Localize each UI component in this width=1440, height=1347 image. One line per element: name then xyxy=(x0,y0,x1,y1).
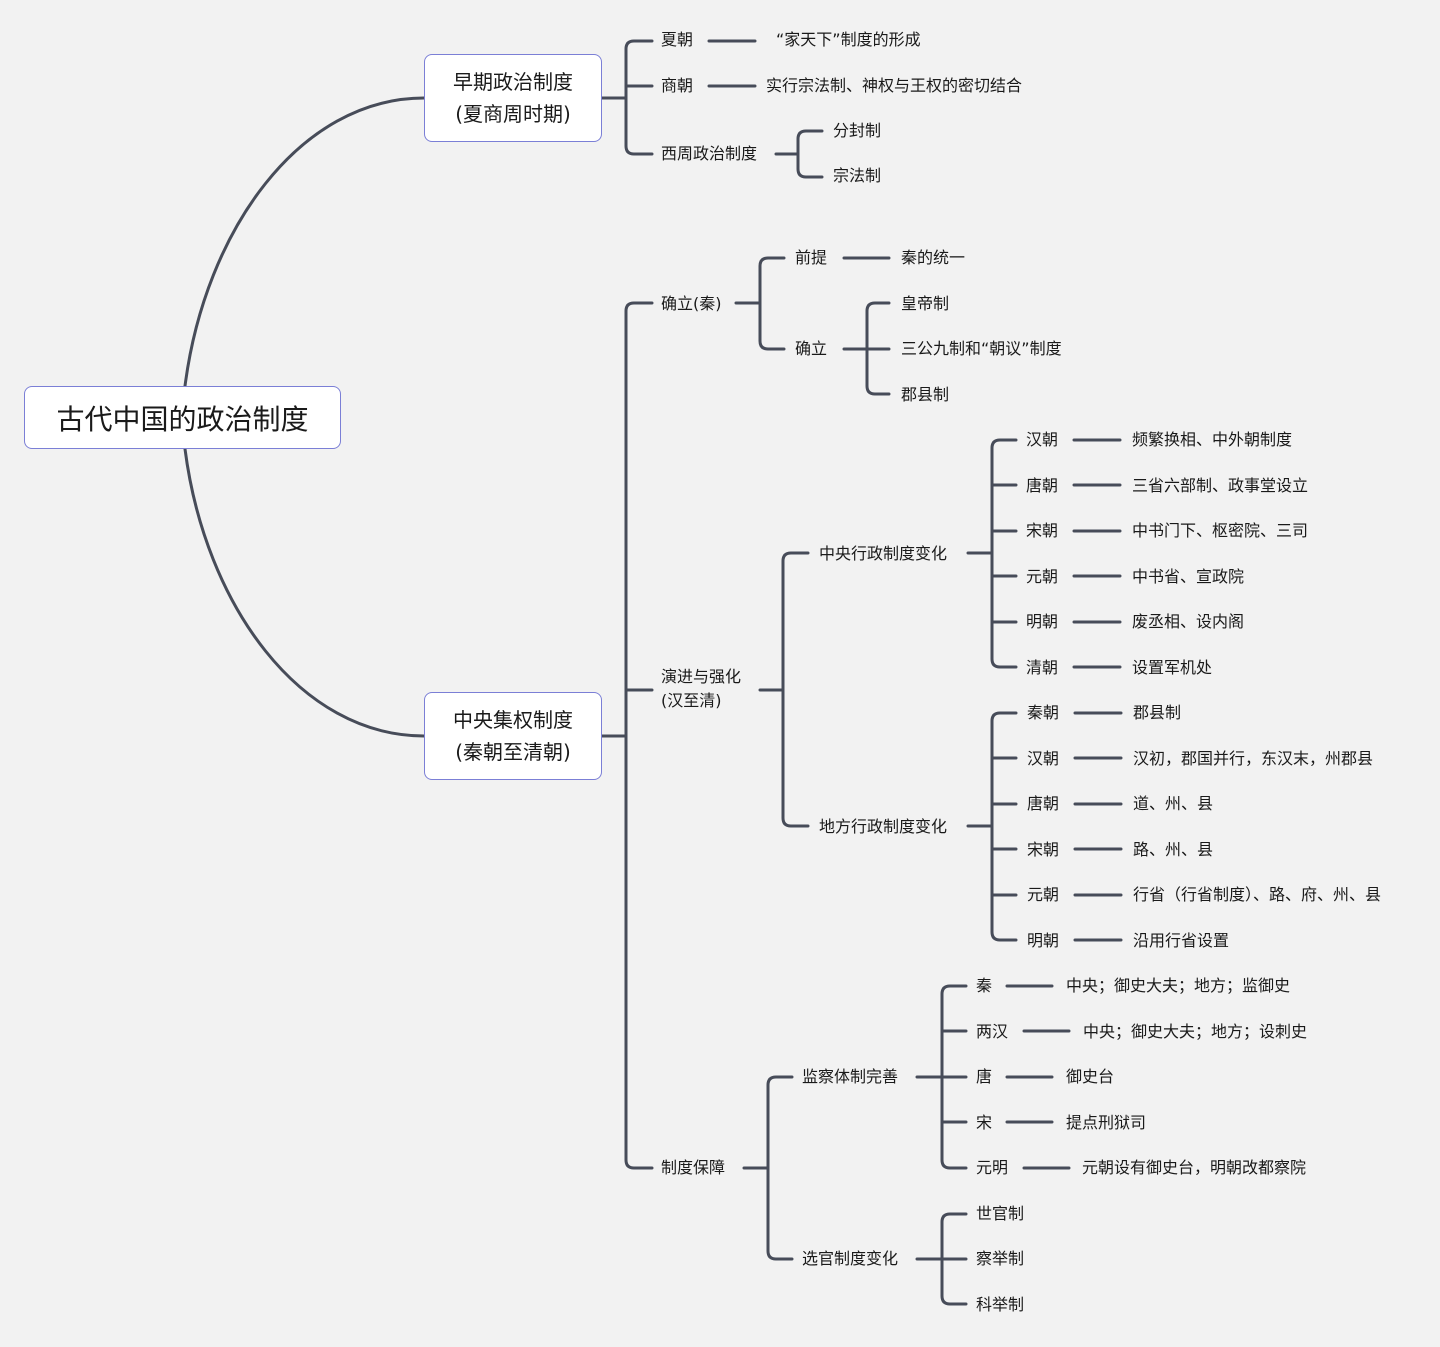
node-zhongyang-dynasty: 宋朝 xyxy=(1026,521,1059,540)
bracket-branch xyxy=(865,347,891,396)
node-zhongyang-desc: 频繁换相、中外朝制度 xyxy=(1132,430,1293,449)
node-jiancha-desc: 元朝设有御史台，明朝改都察院 xyxy=(1082,1158,1307,1177)
node-difang-dynasty: 秦朝 xyxy=(1027,703,1060,722)
node-difang-desc: 郡县制 xyxy=(1133,703,1182,722)
node-difang-desc: 沿用行省设置 xyxy=(1133,931,1230,950)
node-xuanguan-item: 科举制 xyxy=(976,1295,1025,1314)
bracket-branch xyxy=(624,39,654,100)
node-jiancha-desc: 中央；御史大夫；地方；设刺史 xyxy=(1083,1022,1308,1041)
node-zhongyang-dynasty: 汉朝 xyxy=(1026,430,1059,449)
bracket-branch xyxy=(940,1212,968,1261)
node-xuanguan: 选官制度变化 xyxy=(802,1249,899,1268)
bracket-branch xyxy=(624,734,654,1170)
node-baozhang: 制度保障 xyxy=(661,1158,726,1177)
bracket-branch xyxy=(758,256,786,305)
root-curve-bottom xyxy=(183,447,426,738)
root-curve-top xyxy=(183,96,426,388)
bracket-branch xyxy=(990,711,1018,828)
bracket-branch xyxy=(940,984,968,1079)
node-queli-item: 皇帝制 xyxy=(901,294,950,313)
node-xia: 夏朝 xyxy=(661,30,694,49)
node-jiancha-desc: 御史台 xyxy=(1066,1067,1115,1086)
node-zhongyang-dynasty: 明朝 xyxy=(1026,612,1059,631)
node-difang-dynasty: 明朝 xyxy=(1027,931,1060,950)
node-xuanguan-item: 世官制 xyxy=(976,1204,1025,1223)
bracket-branch xyxy=(990,551,1018,669)
node-zhongyang-desc: 三省六部制、政事堂设立 xyxy=(1132,476,1309,495)
node-difang-desc: 汉初，郡国并行，东汉末，州郡县 xyxy=(1133,749,1374,768)
node-zhongyang: 中央行政制度变化 xyxy=(819,544,948,563)
node-xia-desc: “家天下”制度的形成 xyxy=(776,30,921,49)
node-jiancha-period: 宋 xyxy=(976,1113,993,1132)
node-shang: 商朝 xyxy=(661,76,694,95)
node-jiancha-desc: 提点刑狱司 xyxy=(1066,1113,1147,1132)
node-queli: 确立 xyxy=(795,339,828,358)
bracket-branch xyxy=(796,129,824,156)
node-difang-dynasty: 汉朝 xyxy=(1027,749,1060,768)
node-qianti: 前提 xyxy=(795,248,828,267)
node-jiancha: 监察体制完善 xyxy=(802,1067,899,1086)
node-jiancha-period: 两汉 xyxy=(976,1022,1009,1041)
bracket-branch xyxy=(940,1257,968,1306)
node-zhongyang-dynasty: 元朝 xyxy=(1026,567,1059,586)
branch-early-politics: 早期政治制度 (夏商周时期) xyxy=(424,54,602,142)
node-zhongyang-desc: 中书门下、枢密院、三司 xyxy=(1132,521,1309,540)
node-qianti-desc: 秦的统一 xyxy=(901,248,966,267)
node-fenfeng: 分封制 xyxy=(833,121,882,140)
bracket-branch xyxy=(781,551,810,692)
node-jiancha-period: 元明 xyxy=(976,1158,1009,1177)
node-queli-item: 三公九制和“朝议”制度 xyxy=(901,339,1062,358)
node-difang-dynasty: 唐朝 xyxy=(1027,794,1060,813)
node-difang-desc: 行省（行省制度）、路、府、州、县 xyxy=(1133,885,1382,904)
node-xizhou: 西周政治制度 xyxy=(661,144,758,163)
node-zhongyang-desc: 废丞相、设内阁 xyxy=(1132,612,1245,631)
node-zhongyang-desc: 中书省、宣政院 xyxy=(1132,567,1245,586)
node-difang-dynasty: 宋朝 xyxy=(1027,840,1060,859)
node-difang-dynasty: 元朝 xyxy=(1027,885,1060,904)
bracket-branch xyxy=(781,688,810,828)
node-xuanguan-item: 察举制 xyxy=(976,1249,1025,1268)
node-difang-desc: 路、州、县 xyxy=(1133,840,1214,859)
node-zongfa: 宗法制 xyxy=(833,166,882,185)
bracket-branch xyxy=(990,824,1018,942)
node-queli-qin: 确立(秦) xyxy=(661,294,722,313)
node-jiancha-desc: 中央；御史大夫；地方；监御史 xyxy=(1066,976,1291,995)
branch-central-authority: 中央集权制度 (秦朝至清朝) xyxy=(424,692,602,780)
node-yanjin: 演进与强化 (汉至清) xyxy=(661,667,742,710)
node-zhongyang-desc: 设置军机处 xyxy=(1132,658,1213,677)
root-node: 古代中国的政治制度 xyxy=(24,386,341,449)
node-jiancha-period: 唐 xyxy=(976,1067,993,1086)
bracket-branch xyxy=(624,301,654,738)
bracket-branch xyxy=(990,438,1018,555)
bracket-branch xyxy=(766,1075,794,1170)
node-zhongyang-dynasty: 清朝 xyxy=(1026,658,1059,677)
bracket-branch xyxy=(796,152,824,179)
node-difang: 地方行政制度变化 xyxy=(819,817,948,836)
node-jiancha-period: 秦 xyxy=(976,976,993,995)
node-difang-desc: 道、州、县 xyxy=(1133,794,1214,813)
bracket-branch xyxy=(940,1075,968,1170)
node-queli-item: 郡县制 xyxy=(901,385,950,404)
bracket-branch xyxy=(624,96,654,156)
bracket-branch xyxy=(758,301,786,351)
node-shang-desc: 实行宗法制、神权与王权的密切结合 xyxy=(766,76,1023,95)
node-zhongyang-dynasty: 唐朝 xyxy=(1026,476,1059,495)
bracket-branch xyxy=(865,301,891,351)
bracket-branch xyxy=(766,1166,794,1261)
